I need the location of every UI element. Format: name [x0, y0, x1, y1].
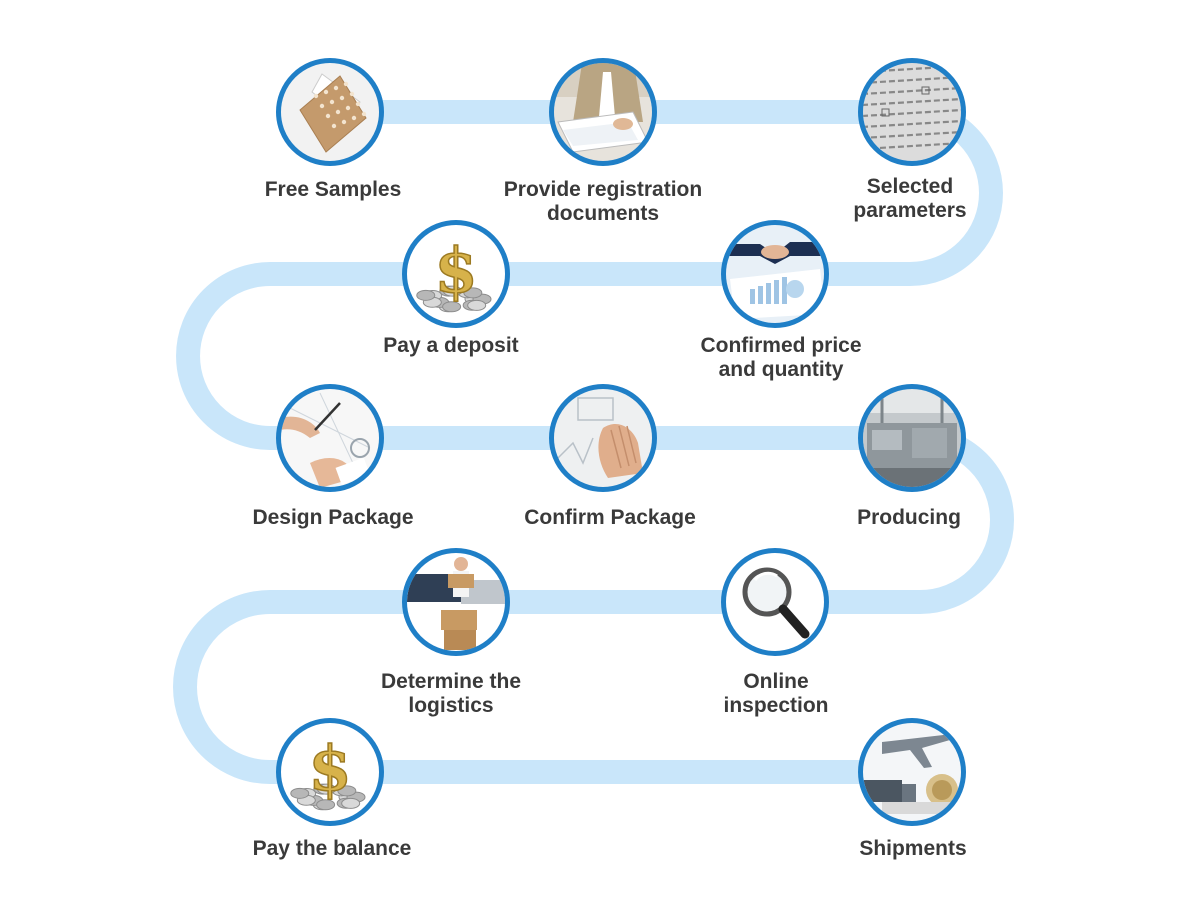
form-checkbox-icon	[863, 63, 961, 161]
step-node: $ Pay the balance	[253, 718, 412, 860]
step-label-line: Shipments	[859, 837, 966, 860]
step-node: Free Samples	[265, 58, 402, 201]
step-label: Pay the balance	[253, 837, 412, 860]
step-label-line: Pay the balance	[253, 837, 412, 860]
step-node: Design Package	[252, 384, 414, 529]
step-label: Pay a deposit	[383, 334, 518, 357]
step-label: Confirm Package	[524, 506, 696, 529]
step-label: Design Package	[252, 506, 413, 529]
businessman-documents-icon	[554, 63, 652, 161]
step-label-line: inspection	[723, 694, 828, 717]
step-node: $ Pay a deposit	[383, 220, 519, 357]
step-label-line: Design Package	[252, 506, 413, 529]
step-node: Confirm Package	[524, 384, 696, 529]
step-label: Free Samples	[265, 178, 402, 201]
step-node: Producing	[857, 384, 966, 529]
step-label-line: Pay a deposit	[383, 334, 518, 357]
adhesive-patch-icon	[281, 63, 379, 161]
handshake-chart-icon	[726, 225, 824, 323]
step-node: Shipments	[858, 718, 967, 860]
step-label-line: Confirmed price	[700, 334, 861, 357]
step-label-line: Provide registration	[504, 178, 702, 201]
factory-machine-icon	[863, 389, 961, 487]
step-label-line: Free Samples	[265, 178, 402, 201]
step-label-line: logistics	[408, 694, 493, 717]
step-label-line: Online	[743, 670, 808, 693]
dollar-coins-icon: $	[407, 225, 505, 323]
step-label: Producing	[857, 506, 961, 529]
step-label-line: Selected	[867, 175, 953, 198]
dollar-coins-icon: $	[281, 723, 379, 821]
step-label-line: documents	[547, 202, 659, 225]
magnifier-icon	[726, 553, 824, 651]
airplane-truck-icon	[863, 723, 961, 821]
step-label-line: Producing	[857, 506, 961, 529]
step-label-line: and quantity	[719, 358, 844, 381]
package-sketch-icon	[554, 389, 652, 487]
step-label-line: Determine the	[381, 670, 521, 693]
step-label: Shipments	[859, 837, 966, 860]
svg-text:$: $	[308, 732, 351, 805]
step-label-line: parameters	[853, 199, 966, 222]
svg-text:$: $	[434, 234, 477, 307]
drawing-hand-icon	[281, 389, 379, 487]
step-label-line: Confirm Package	[524, 506, 696, 529]
courier-truck-icon	[407, 553, 505, 651]
